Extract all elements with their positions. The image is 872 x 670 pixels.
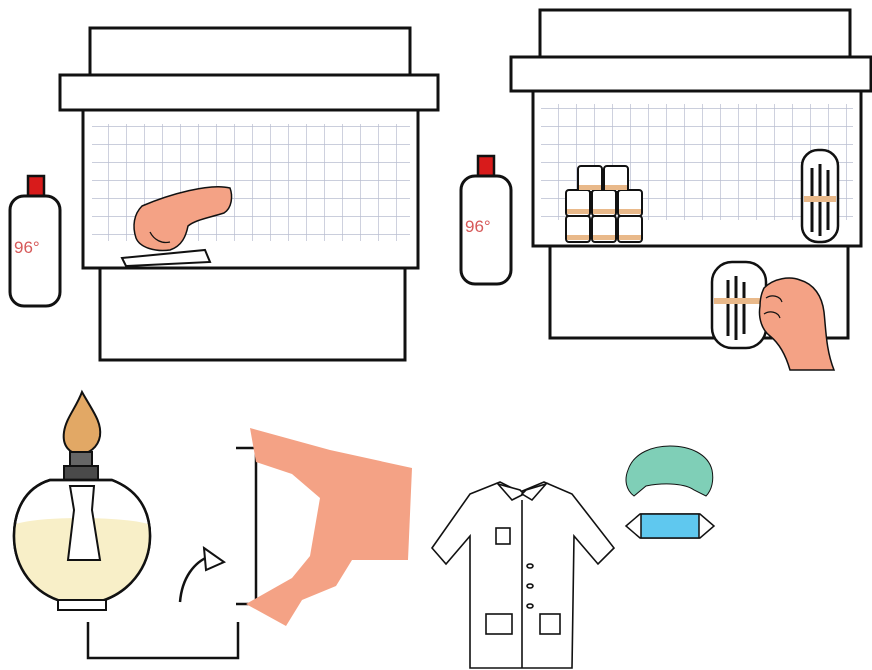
alcohol-spray-bottle-right: 96°: [461, 156, 511, 284]
bracket-left: [236, 448, 256, 604]
sterilized-instrument-pack-inside: [802, 150, 838, 242]
lab-coat: [432, 482, 614, 668]
laminar-flow-hood-left: [60, 28, 438, 360]
arrowhead-icon: [204, 548, 224, 570]
hand-silhouette: [246, 428, 412, 626]
hood-loading-panel: 96°: [461, 10, 871, 370]
alcohol-burner: [14, 392, 150, 610]
alcohol-spray-bottle-left: 96°: [10, 176, 60, 306]
bottle-label-96: 96°: [465, 217, 491, 236]
bracket-connector: [88, 622, 238, 658]
sterilized-instrument-pack-in-hand: [712, 262, 766, 348]
bottle-label-96: 96°: [14, 238, 40, 257]
surgical-mask-icon: [626, 514, 714, 538]
hood-cleaning-panel: 96°: [10, 28, 438, 360]
flame-icon: [64, 392, 101, 454]
surgical-cap-icon: [626, 446, 713, 496]
